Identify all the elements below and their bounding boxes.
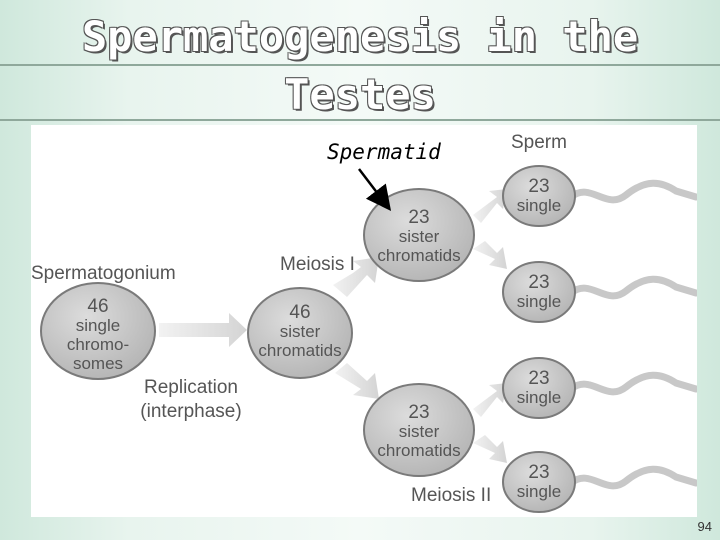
spermatogenesis-diagram: 46 single chromo- somes 46 sister chroma… <box>31 132 700 513</box>
primary-spermatocyte-cell: 46 sister chromatids <box>247 287 353 379</box>
page-number: 94 <box>697 519 712 534</box>
sperm-1-line1: single <box>517 196 561 215</box>
sperm-2-count: 23 <box>528 272 549 293</box>
sperm-head-4: 23 single <box>502 451 576 513</box>
secondary-spermatocyte-bottom: 23 sister chromatids <box>363 383 475 477</box>
sperm-head-1: 23 single <box>502 165 576 227</box>
replication-label-line2: (interphase) <box>140 401 241 422</box>
spermatogonium-line1: single <box>76 316 120 335</box>
arrow-to-sperm-1 <box>473 189 507 223</box>
sperm-header-label: Sperm <box>511 132 567 153</box>
spermatogonium-label: Spermatogonium <box>31 263 176 284</box>
arrow-replication <box>159 313 247 347</box>
arrow-to-sperm-2 <box>473 241 507 269</box>
sperm-4-count: 23 <box>528 462 549 483</box>
meiosis1-label: Meiosis I <box>280 254 355 275</box>
sperm-1-count: 23 <box>528 176 549 197</box>
spermatid-callout-label: Spermatid <box>327 140 441 164</box>
title-rule-bottom <box>0 119 720 121</box>
sperm-3-count: 23 <box>528 368 549 389</box>
arrow-meiosis1-lower <box>335 363 379 399</box>
primary-line1: sister <box>280 322 321 341</box>
secondary-top-line2: chromatids <box>377 246 460 265</box>
secondary-bottom-line2: chromatids <box>377 441 460 460</box>
replication-label-line1: Replication <box>144 377 238 398</box>
title-rule-top <box>0 64 720 66</box>
spermatid-callout-arrow <box>358 168 392 211</box>
sperm-tail-2 <box>567 275 700 300</box>
secondary-bottom-count: 23 <box>408 402 429 423</box>
sperm-head-3: 23 single <box>502 357 576 419</box>
spermatogonium-line3: somes <box>73 354 123 373</box>
primary-line2: chromatids <box>258 341 341 360</box>
sperm-3-line1: single <box>517 388 561 407</box>
spermatogonium-cell: 46 single chromo- somes <box>40 282 156 380</box>
meiosis2-label: Meiosis II <box>411 485 491 506</box>
sperm-tail-4 <box>567 465 700 490</box>
secondary-bottom-line1: sister <box>399 422 440 441</box>
sperm-tail-3 <box>567 371 700 396</box>
sperm-head-2: 23 single <box>502 261 576 323</box>
arrow-meiosis1-upper <box>333 257 379 297</box>
arrow-to-sperm-4 <box>473 435 507 463</box>
arrow-to-sperm-3 <box>473 383 507 417</box>
secondary-top-line1: sister <box>399 227 440 246</box>
secondary-spermatocyte-top: 23 sister chromatids <box>363 188 475 282</box>
slide-title-line2: Testes <box>284 70 436 119</box>
sperm-4-line1: single <box>517 482 561 501</box>
secondary-top-count: 23 <box>408 207 429 228</box>
sperm-2-line1: single <box>517 292 561 311</box>
spermatogonium-count: 46 <box>87 296 108 317</box>
diagram-panel: 46 single chromo- somes 46 sister chroma… <box>31 125 700 517</box>
sperm-tail-1 <box>567 179 700 204</box>
slide-title-line1: Spermatogenesis in the <box>81 12 639 61</box>
primary-count: 46 <box>289 302 310 323</box>
spermatogonium-line2: chromo- <box>67 335 129 354</box>
